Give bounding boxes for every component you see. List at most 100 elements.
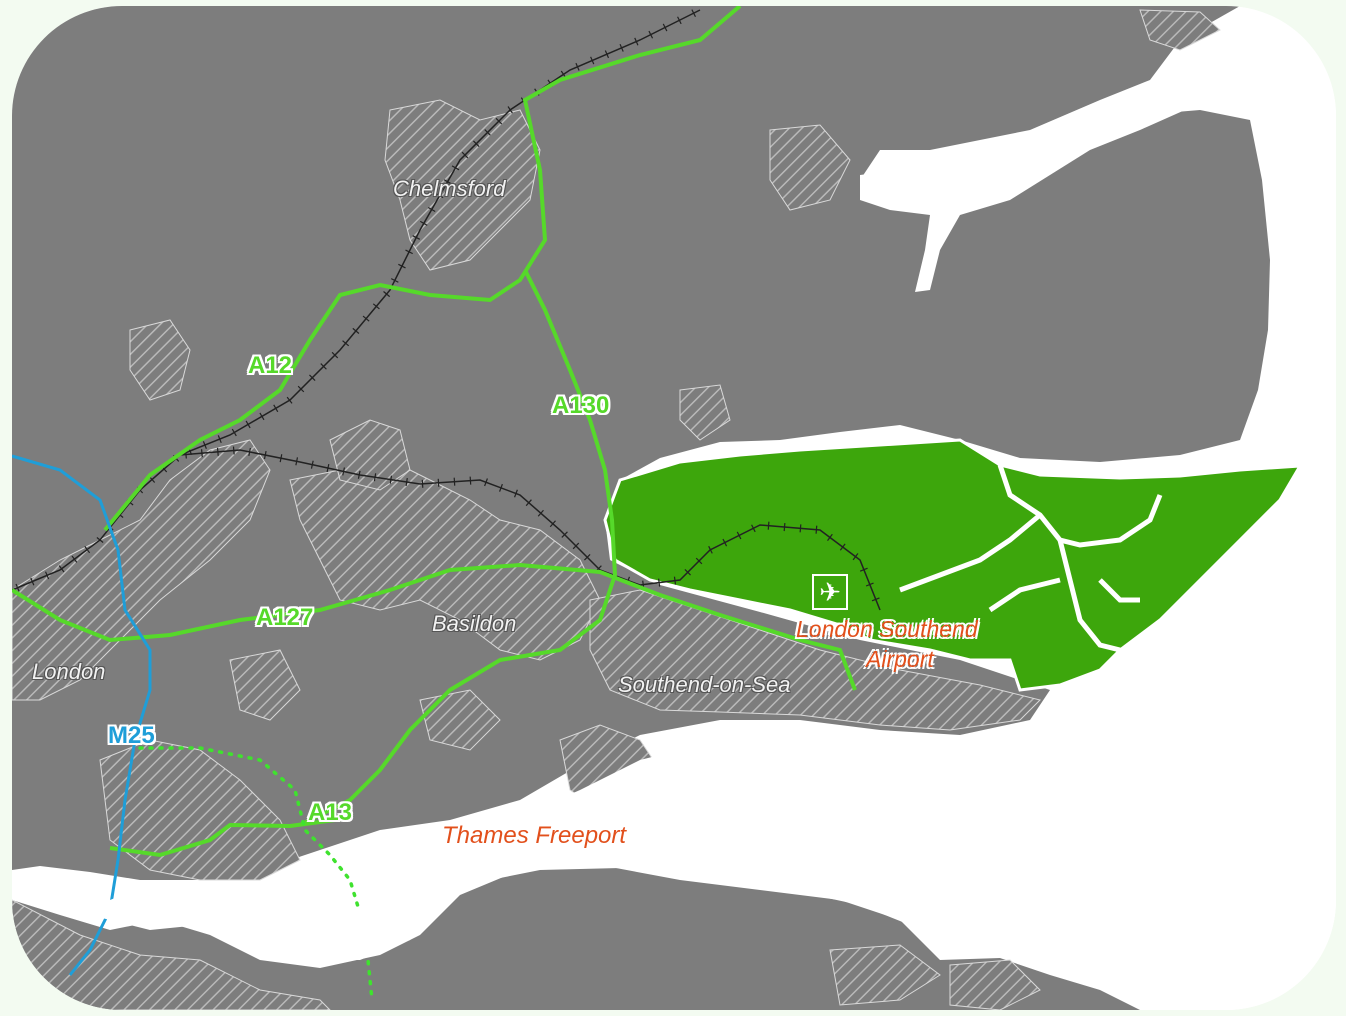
railway-tick	[634, 37, 639, 46]
railway-tick	[537, 509, 544, 517]
railway-tick	[420, 220, 428, 226]
railway-tick	[320, 363, 327, 370]
railway-tick	[245, 420, 251, 429]
road-label-a12: A12	[248, 352, 293, 379]
railway-tick	[412, 235, 421, 240]
railway-tick	[751, 524, 756, 533]
railway-tick	[273, 404, 279, 413]
railway-tick	[248, 447, 251, 456]
railway-tick	[561, 531, 568, 538]
railway-tick	[389, 475, 393, 484]
railway-tick	[202, 441, 207, 449]
railway-tick	[827, 533, 833, 542]
railway-tick	[297, 385, 305, 393]
road-a12-line	[103, 6, 742, 532]
railway-tick	[373, 473, 377, 482]
railway-tick	[362, 315, 370, 322]
railway-tick	[357, 470, 361, 479]
railway-tick	[71, 555, 78, 563]
railway-tick	[453, 477, 456, 486]
railway-tick	[451, 165, 460, 171]
railway-tick	[309, 374, 316, 381]
railway-tick	[549, 520, 556, 528]
railway-tick	[767, 521, 770, 530]
railway-tick	[405, 477, 408, 487]
railway-tick	[231, 428, 237, 437]
railway-tick	[96, 537, 104, 543]
road-a127-line	[12, 562, 857, 691]
railway-tick	[499, 483, 503, 492]
railway-tick	[200, 449, 203, 458]
railway-tick	[484, 478, 488, 487]
railway-tick	[673, 576, 677, 585]
town-label-southend: Southend-on-Sea	[618, 672, 791, 697]
railway-tick	[525, 499, 532, 507]
railway-tick	[507, 106, 513, 114]
road-a13-line	[109, 816, 351, 858]
railway-tick	[30, 577, 35, 586]
freeport-creeks	[899, 464, 1163, 653]
road-a130-line	[299, 269, 618, 827]
railway-tick	[310, 460, 314, 469]
town-label-london: London	[32, 659, 106, 684]
railway-tick	[217, 435, 222, 444]
railway-tick	[783, 523, 786, 532]
railway-tick	[484, 129, 491, 136]
poi-label-thames-freeport: Thames Freeport	[442, 822, 627, 849]
a-roads	[12, 6, 857, 858]
railway-tick	[372, 303, 380, 310]
railway-tick	[331, 351, 339, 359]
railway-tick	[815, 525, 818, 534]
railway-tick	[279, 454, 283, 463]
railway-tick	[871, 597, 880, 602]
map-frame[interactable]: Chelmsford Basildon London Southend-on-S…	[12, 6, 1336, 1010]
airplane-icon[interactable]: ✈	[812, 574, 848, 610]
freeport-zone[interactable]	[603, 438, 1303, 692]
railway-tick	[390, 278, 399, 283]
railway-tick	[684, 569, 691, 576]
railway-tick	[437, 478, 440, 487]
railway-tick	[695, 557, 703, 565]
railway-tick	[736, 531, 742, 540]
town-label-chelmsford: Chelmsford	[393, 176, 506, 201]
railway-tick	[495, 117, 503, 125]
railway-tick	[216, 447, 219, 456]
railway-tick	[473, 140, 480, 147]
railway-tick	[398, 263, 406, 269]
railway-tick	[677, 16, 682, 25]
poi-label-airport-line1: London Southend	[796, 616, 978, 642]
poi-label-airport-line2: Airport	[866, 646, 934, 672]
railway-tick	[691, 9, 696, 18]
railway-tick	[575, 62, 580, 71]
railway-tick	[443, 179, 452, 185]
road-label-m25: M25	[108, 722, 155, 749]
railway-tick	[342, 467, 346, 476]
road-label-a127: A127	[256, 604, 314, 631]
railway-tick	[427, 206, 436, 213]
railway-tick	[232, 446, 235, 455]
railway-tick	[513, 489, 518, 498]
railway-tick	[421, 479, 424, 488]
railway-tick	[58, 565, 65, 573]
railway-tick	[352, 327, 360, 334]
land-essex	[12, 6, 1270, 880]
map-canvas[interactable]	[12, 6, 1336, 1010]
estuary-blackwater	[860, 90, 1185, 292]
railway-tick	[405, 249, 413, 255]
railway-tick	[326, 464, 330, 473]
road-label-a13: A13	[308, 799, 353, 826]
railway-tick	[662, 23, 668, 32]
railway-tick	[469, 476, 472, 485]
road-label-a130: A130	[552, 392, 610, 419]
railway-tick	[44, 571, 50, 580]
railway-tick	[583, 553, 591, 561]
railway-tick	[383, 291, 391, 298]
railway-tick	[84, 546, 91, 554]
railway-tick	[865, 582, 874, 587]
railway-tick	[658, 578, 661, 587]
railway-tick	[839, 543, 846, 551]
railway-tick	[604, 50, 610, 59]
railway-tick	[708, 545, 713, 554]
railway-tick	[852, 553, 859, 561]
railway-tick	[859, 567, 868, 572]
